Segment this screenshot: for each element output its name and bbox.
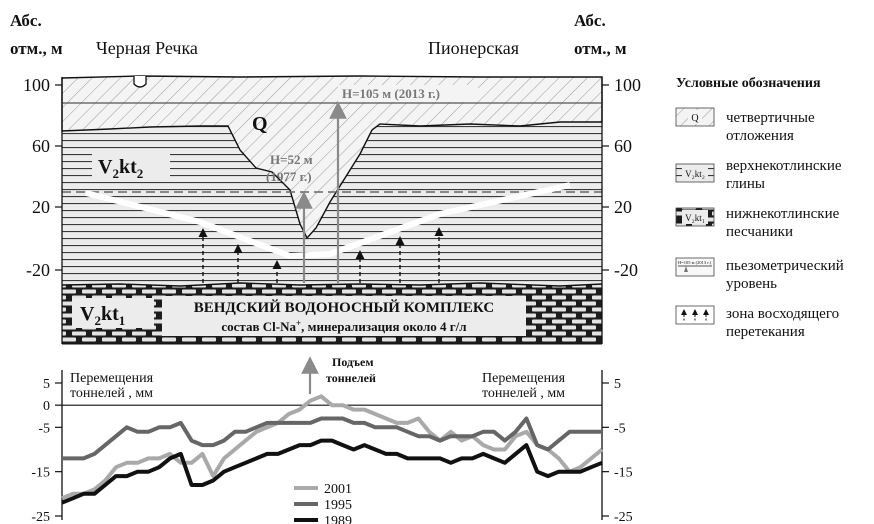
label-upper-layer: V2kt2	[98, 156, 143, 181]
legend-label-quaternary-2: отложения	[726, 128, 794, 144]
legend-symbol-quaternary-text: Q	[691, 113, 699, 124]
legend-label-piezometric-1: пьезометрический	[726, 258, 844, 274]
legend-label-piezometric-2: уровень	[726, 276, 777, 292]
legend-label-lower-sandstone-1: нижнекотлинские	[726, 206, 840, 222]
legend-label-quaternary-1: четвертичные	[726, 110, 815, 126]
quaternary-layer	[61, 75, 603, 240]
legend-label-upper-clay-1: верхнекотлинские	[726, 158, 842, 174]
chart-right-axis-label-1: Перемещения	[482, 371, 566, 386]
legend-symbol-upper-clay-bg	[682, 166, 708, 180]
left-tick-label-minus20: -20	[26, 260, 50, 280]
left-tick-label-60: 60	[32, 136, 50, 156]
upward-flow-arrowhead-5	[434, 227, 444, 236]
legend-symbol-lower-sandstone-bg	[682, 210, 708, 224]
level-1977-label-line1: H=52 м	[270, 152, 313, 167]
chart-left-tick-label-3: -15	[31, 466, 50, 481]
legend-symbol-quaternary-bg	[688, 110, 702, 124]
chart-left-tick-label-0: 5	[43, 377, 50, 392]
left-axis-title-line2: отм., м	[10, 39, 63, 58]
label-lower-bg	[72, 298, 154, 328]
right-tick-label-20: 20	[614, 197, 632, 217]
chart-ticks: 5 0 -5 -15 -25 5 -5 -15 -25	[31, 377, 632, 524]
chart-right-tick-label-3: -25	[614, 510, 633, 524]
geological-section: Абс. отм., м Абс. отм., м Черная Речка П…	[10, 11, 641, 345]
legend-label-lower-sandstone-2: песчаники	[726, 224, 793, 240]
well-icon	[133, 76, 147, 88]
tunnel-rise-label-2: тоннелей	[326, 371, 376, 385]
legend-symbol-upper-clay-text: V₂kt₂	[685, 169, 705, 179]
depression-curve	[85, 182, 571, 260]
aquifer-composition: состав Cl-Na+, минерализация около 4 г/л	[221, 318, 466, 334]
chart-right-tick-label-0: 5	[614, 377, 621, 392]
aquifer-label-bg	[162, 296, 526, 336]
legend-label-upper-clay-2: глины	[726, 176, 765, 192]
right-axis-title-line1: Абс.	[574, 11, 606, 30]
level-2013-label: H=105 м (2013 г.)	[342, 86, 440, 101]
label-lower-layer: V2kt1	[80, 303, 125, 328]
chart-left-tick-label-2: -5	[38, 421, 50, 436]
chart-legend-label-2001: 2001	[324, 482, 352, 497]
section-ticks	[55, 84, 609, 271]
series-line-1995	[62, 416, 602, 461]
label-q: Q	[252, 113, 268, 135]
series-line-1989	[61, 438, 603, 505]
right-tick-label-60: 60	[614, 136, 632, 156]
legend-symbol-piezometric-arrow	[684, 266, 688, 272]
upward-flow-arrowhead-2	[272, 260, 282, 269]
chart-legend-label-1995: 1995	[324, 498, 352, 513]
level-2013-bg	[338, 85, 478, 102]
label-upper-bg	[92, 152, 170, 180]
chart-left-axis-label-2: тоннелей , мм	[70, 386, 153, 401]
chart-series	[61, 394, 604, 505]
upper-clay-layer	[62, 122, 602, 286]
chart-right-axis-label-2: тоннелей , мм	[482, 386, 565, 401]
location-right: Пионерская	[428, 38, 519, 58]
chart-left-axis-label-1: Перемещения	[70, 371, 154, 386]
left-tick-label-20: 20	[32, 197, 50, 217]
chart-legend-label-1989: 1989	[324, 514, 352, 524]
upward-flow-arrowhead-0	[198, 228, 208, 237]
legend-symbol-lower-sandstone-text: V₂kt₁	[685, 213, 705, 223]
chart-right-tick-label-1: -5	[614, 421, 626, 436]
location-left: Черная Речка	[96, 38, 198, 58]
chart-left-tick-label-1: 0	[43, 399, 50, 414]
left-tick-label-100: 100	[23, 75, 50, 95]
right-axis-title-line2: отм., м	[574, 39, 627, 58]
legend-label-upward-flow-1: зона восходящего	[726, 306, 839, 322]
chart-right-tick-label-2: -15	[614, 466, 633, 481]
legend-symbol-upward-flow-arrows	[681, 309, 709, 322]
legend-title: Условные обозначения	[676, 76, 821, 91]
chart-left-tick-label-4: -25	[31, 510, 50, 524]
layer-boundary	[61, 282, 603, 287]
upward-flow-arrowhead-4	[395, 236, 405, 245]
legend-label-upward-flow-2: перетекания	[726, 324, 805, 340]
legend-symbol-piezometric-text: H=105 м (2013 г.)	[678, 260, 712, 265]
tunnel-rise-label-1: Подъем	[332, 355, 374, 369]
upward-flow-arrowhead-3	[355, 250, 365, 259]
upward-flow-arrows	[198, 227, 444, 283]
aquifer-title: ВЕНДСКИЙ ВОДОНОСНЫЙ КОМПЛЕКС	[194, 299, 494, 316]
upward-flow-arrowhead-1	[233, 244, 243, 253]
legend: Условные обозначения Q четвертичные отло…	[675, 76, 844, 340]
right-tick-label-100: 100	[614, 75, 641, 95]
level-1977-label-line2: (1977 г.)	[266, 169, 312, 184]
series-line-2001	[61, 394, 604, 501]
right-tick-label-minus20: -20	[614, 260, 638, 280]
left-axis-title-line1: Абс.	[10, 11, 42, 30]
